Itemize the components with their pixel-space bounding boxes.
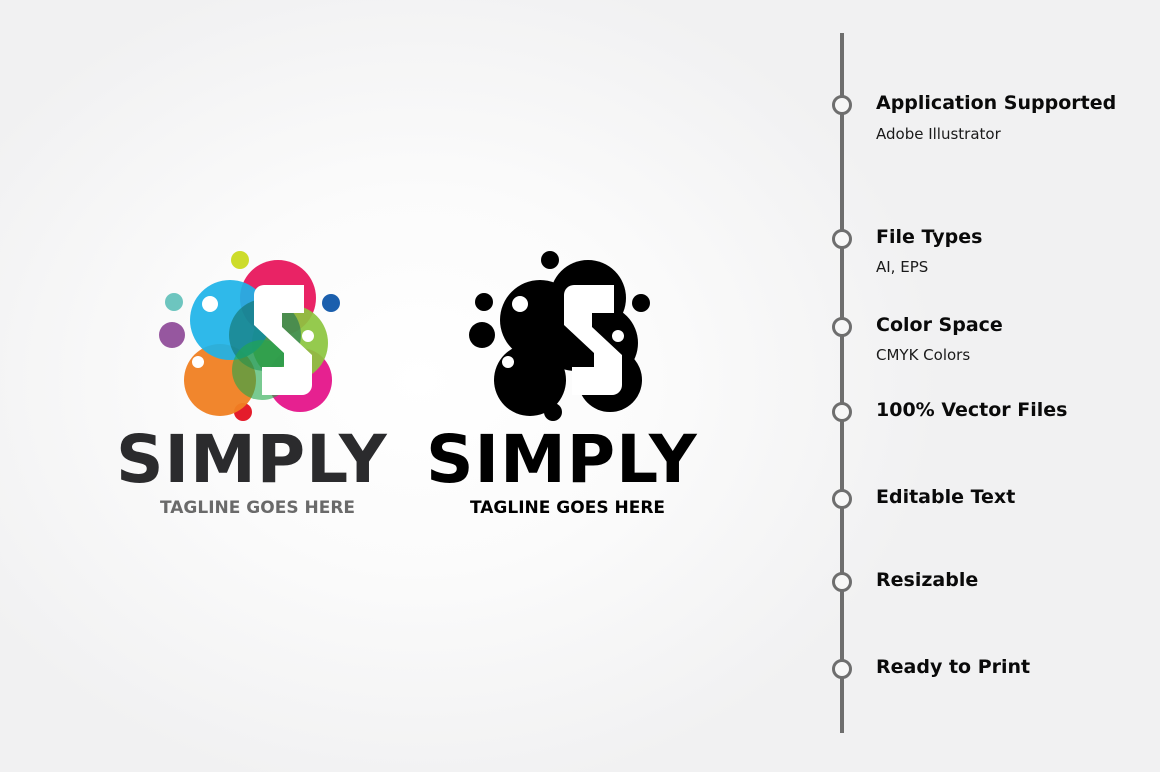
feature-title: Color Space bbox=[876, 314, 1003, 336]
feature-title: Resizable bbox=[876, 569, 979, 591]
feature-title: Editable Text bbox=[876, 486, 1016, 508]
timeline-line bbox=[840, 33, 844, 733]
feature-subtitle: AI, EPS bbox=[876, 258, 929, 276]
timeline-node-icon bbox=[832, 572, 852, 592]
feature-title: Ready to Print bbox=[876, 656, 1031, 678]
feature-title: File Types bbox=[876, 226, 983, 248]
timeline-node-icon bbox=[832, 317, 852, 337]
color-bubble-s-mark-icon bbox=[159, 251, 340, 421]
timeline-node-icon bbox=[832, 659, 852, 679]
timeline-node-icon bbox=[832, 402, 852, 422]
black-logo-wordmark: SIMPLY bbox=[426, 421, 698, 498]
feature-title: 100% Vector Files bbox=[876, 399, 1068, 421]
timeline-node-icon bbox=[832, 95, 852, 115]
timeline-node-icon bbox=[832, 229, 852, 249]
black-logo bbox=[460, 240, 660, 430]
black-logo-tagline: TAGLINE GOES HERE bbox=[470, 498, 666, 518]
feature-subtitle: Adobe Illustrator bbox=[876, 125, 1001, 143]
feature-subtitle: CMYK Colors bbox=[876, 346, 971, 364]
timeline-node-icon bbox=[832, 489, 852, 509]
color-logo-wordmark: SIMPLY bbox=[116, 421, 388, 498]
color-logo bbox=[150, 240, 350, 430]
color-logo-tagline: TAGLINE GOES HERE bbox=[160, 498, 356, 518]
feature-title: Application Supported bbox=[876, 92, 1117, 114]
black-bubble-s-mark-icon bbox=[469, 251, 650, 421]
